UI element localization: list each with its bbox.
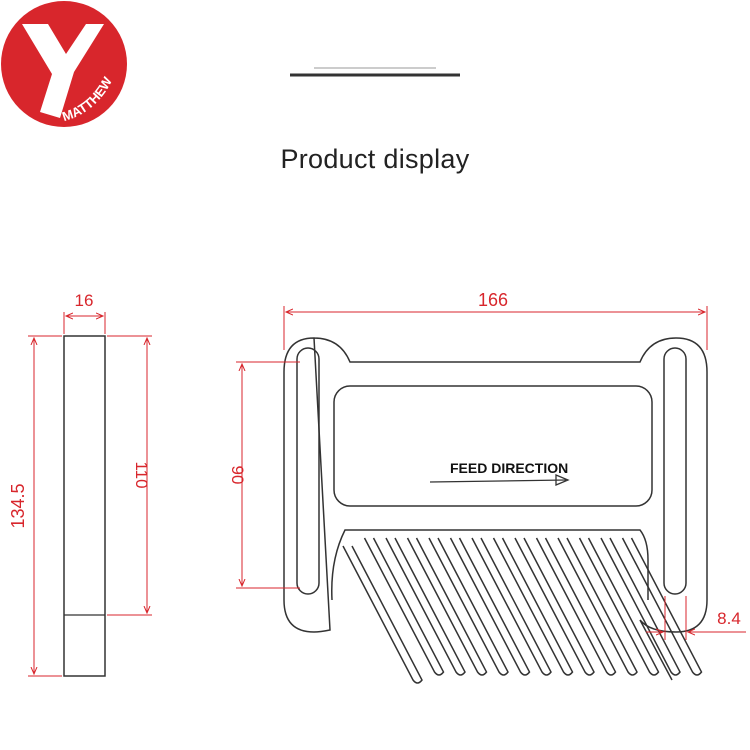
left-adjust-slot [296,347,320,595]
front-slot-height-label: 90 [228,466,247,485]
feather-finger [621,537,703,676]
feed-direction-arrow-head [555,474,570,486]
side-width-label: 16 [75,291,94,310]
logo-y-mark [22,24,104,118]
feather-finger [557,537,638,676]
feather-finger [578,537,660,676]
dimension-front-length: 166 [283,290,708,350]
header-divider [290,67,460,77]
right-adjust-slot [663,347,687,595]
dimension-front-slot-height: 90 [228,361,300,589]
feed-direction-label: FEED DIRECTION [450,460,568,476]
dimension-side-total-height: 134.5 [8,335,62,677]
side-total-height-label: 134.5 [8,483,28,528]
feed-direction-indicator: FEED DIRECTION [429,460,570,486]
front-view [283,337,708,684]
feather-finger [492,537,574,676]
dimension-side-width: 16 [63,291,106,334]
side-view: 16 134.5 110 [8,291,152,677]
feather-finger [514,537,595,676]
dimension-side-body-height: 110 [107,335,152,616]
matthew-logo: MATTHEW [1,1,127,127]
dimension-finger-gap: 8.4 [646,596,746,640]
side-body-height-label: 110 [132,461,151,488]
feather-finger [428,537,509,676]
finger-root-edge [331,529,649,601]
feather-finger [535,537,617,676]
label-window [333,385,653,507]
feather-finger [406,537,488,676]
page-title: Product display [280,144,470,174]
front-view-body-outline [283,337,708,681]
side-view-outline [63,335,106,677]
feather-fingers [342,537,703,684]
feather-finger [342,545,423,684]
feed-direction-arrow-shaft [429,479,567,483]
finger-gap-label: 8.4 [717,609,741,628]
feather-finger [471,537,552,676]
feather-finger [363,537,445,676]
feather-finger [449,537,531,676]
front-length-label: 166 [478,290,508,310]
feather-finger [385,537,466,676]
feather-finger [600,537,681,676]
